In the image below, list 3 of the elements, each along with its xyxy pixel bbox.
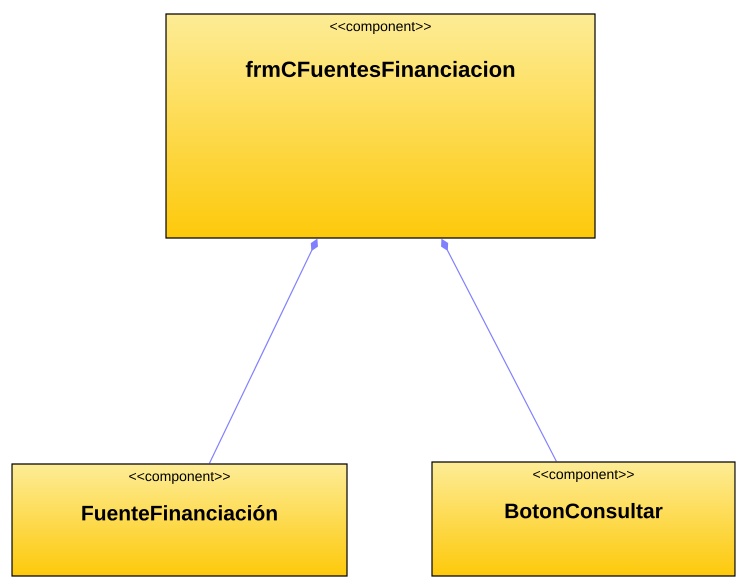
component-box: <<component>> FuenteFinanciación xyxy=(11,463,348,577)
component-box: <<component>> BotonConsultar xyxy=(431,461,736,577)
component-box: <<component>> frmCFuentesFinanciacion xyxy=(165,13,596,239)
